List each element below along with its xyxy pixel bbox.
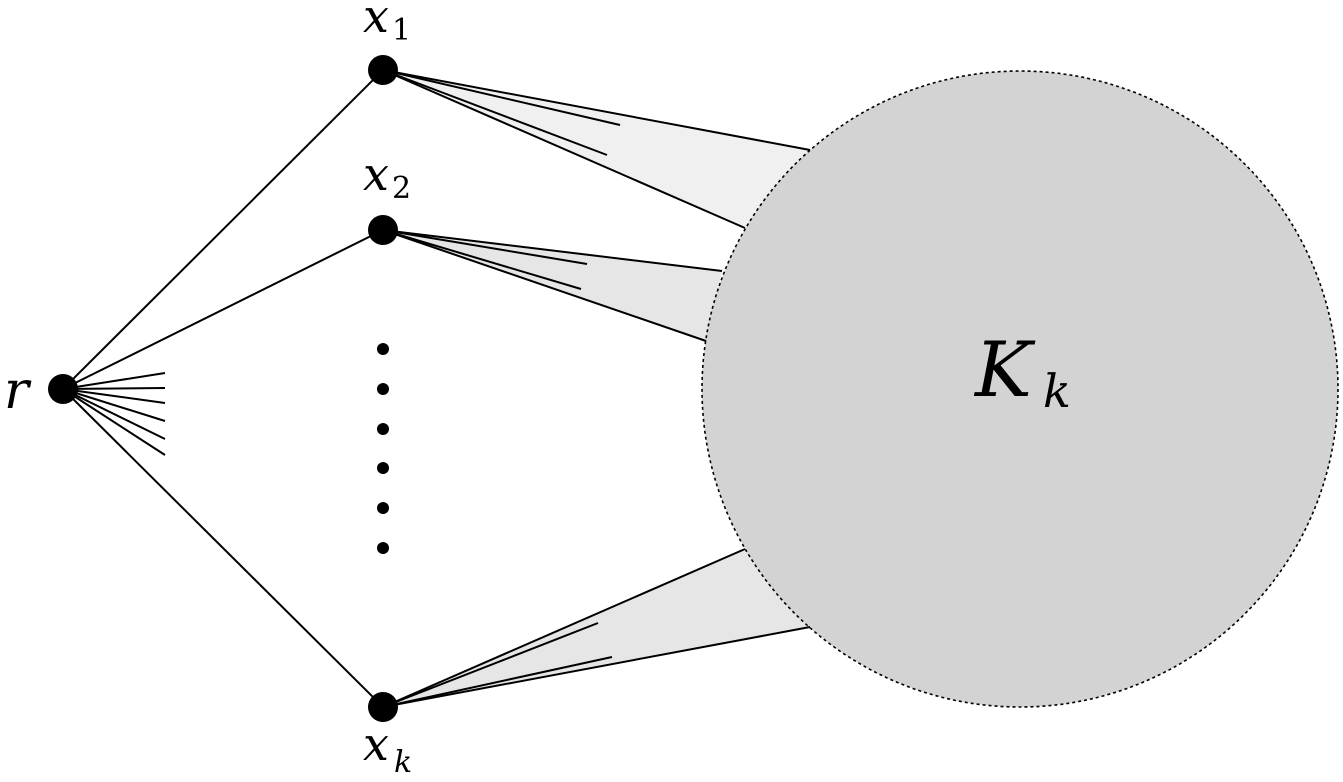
fan-xk-to-clique xyxy=(383,549,810,707)
fan-lines-x2 xyxy=(382,229,723,342)
svg-text:2: 2 xyxy=(392,171,411,206)
fan-lines-x1 xyxy=(382,69,811,229)
edges-root-to-x xyxy=(62,69,384,708)
label-x1: x 1 xyxy=(363,0,411,48)
fan-lines-xk xyxy=(382,548,811,708)
label-r: r xyxy=(4,361,32,421)
svg-text:x: x xyxy=(363,147,389,201)
edge-r-xk xyxy=(62,388,384,708)
svg-text:1: 1 xyxy=(392,13,411,48)
label-clique: K k xyxy=(973,325,1071,418)
svg-text:x: x xyxy=(363,0,389,43)
fan-x2-to-clique xyxy=(383,230,722,341)
edge-r-x2 xyxy=(62,229,384,390)
vertical-ellipsis xyxy=(377,343,389,554)
label-xk: x k xyxy=(363,717,412,780)
clique-circle xyxy=(701,70,1339,708)
svg-text:k: k xyxy=(394,745,412,780)
vertex-x2 xyxy=(368,215,398,245)
svg-text:x: x xyxy=(363,717,389,771)
label-x2: x 2 xyxy=(363,147,411,206)
vertex-x1 xyxy=(368,55,398,85)
svg-text:k: k xyxy=(1043,364,1071,418)
root-stub-edges xyxy=(62,372,166,456)
vertex-r xyxy=(48,374,78,404)
edge-r-x1 xyxy=(62,69,384,390)
svg-text:K: K xyxy=(973,325,1036,414)
vertex-xk xyxy=(368,692,398,722)
